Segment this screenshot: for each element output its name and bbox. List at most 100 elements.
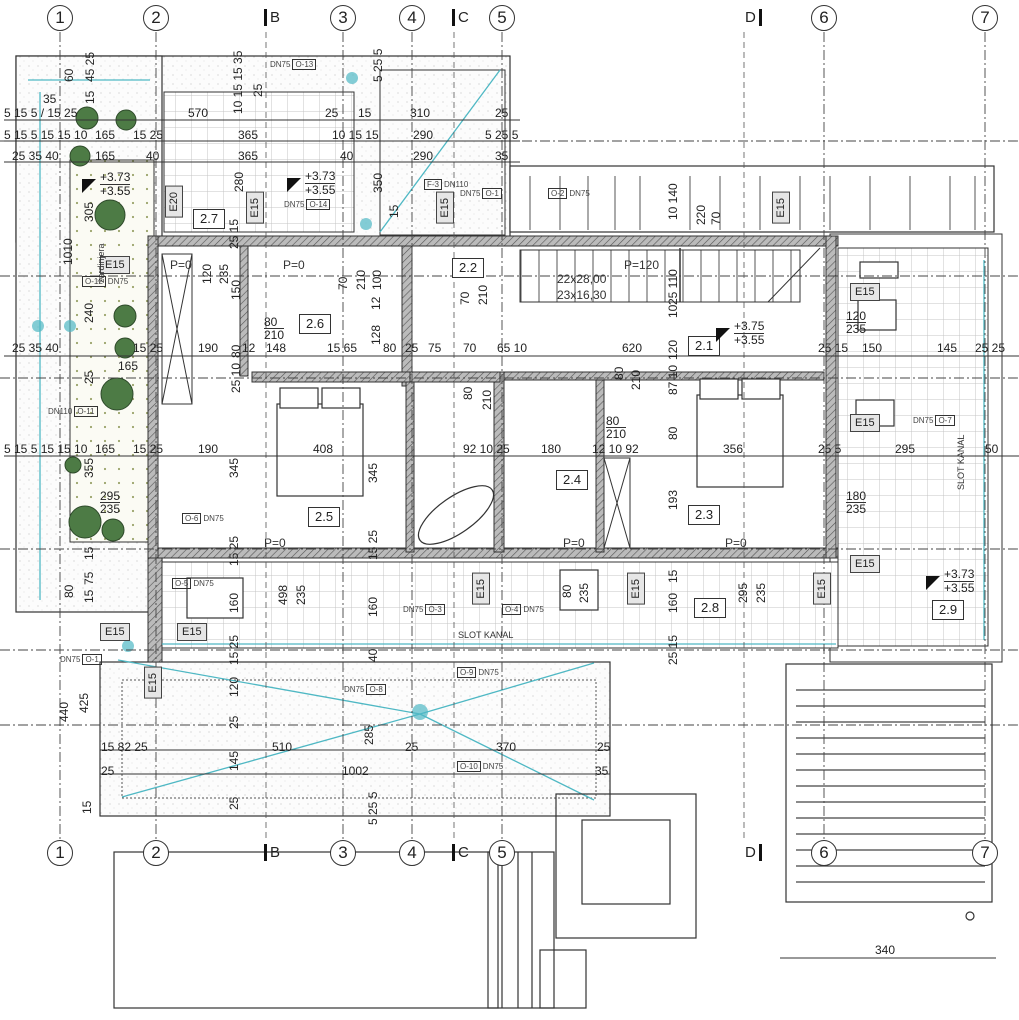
- level-top: +3.73: [305, 169, 336, 184]
- level-bottom: +3.55: [734, 333, 765, 347]
- dimension-label-vertical: 120: [227, 676, 241, 697]
- dimension-label: 25 5: [818, 442, 842, 456]
- dimension-label-vertical: 345: [366, 462, 380, 483]
- dimension-label-vertical: 25 110: [666, 269, 680, 305]
- dimension-label-vertical: 70: [458, 291, 472, 305]
- wall-type-tag: E15: [850, 555, 880, 573]
- dimension-label: 70: [463, 341, 477, 355]
- dimension-label: 25: [405, 740, 419, 754]
- exterior-staircase: [785, 663, 993, 903]
- wall-type-tag: E15: [772, 192, 790, 224]
- bathtub: [417, 485, 495, 545]
- dimension-label: 1002: [342, 764, 369, 778]
- dimension-label-vertical: 120: [200, 263, 214, 284]
- plan-note: P=0: [563, 536, 585, 550]
- dimension-label-vertical: 60: [62, 68, 76, 82]
- drain-code: O-7: [935, 415, 955, 426]
- dimension-label-vertical: 210: [354, 269, 368, 290]
- bed-2-5: [276, 403, 364, 497]
- drain-code: F-3: [424, 179, 442, 190]
- dimension-label: 190: [198, 442, 219, 456]
- dimension-label-vertical: 15: [666, 569, 680, 583]
- dimension-label-vertical: 355: [82, 457, 96, 478]
- wall-type-tag: E15: [436, 192, 454, 224]
- dimension-label-vertical: 295: [736, 582, 750, 603]
- dimension-label-vertical: 25: [82, 370, 96, 384]
- dimension-label-vertical: 5 25 5: [366, 791, 380, 825]
- dimension-label: 65 10: [497, 341, 528, 355]
- wall-type-tag: E20: [165, 186, 183, 218]
- dimension-label: 5 15 5 15 15 10: [4, 128, 88, 142]
- level-bottom: +3.55: [944, 581, 975, 595]
- axis-bubble-top: 7: [972, 5, 998, 31]
- dimension-label: 340: [875, 943, 896, 957]
- dimension-label: 25: [495, 106, 509, 120]
- dimension-label-vertical: 220: [694, 204, 708, 225]
- axis-bubble-bottom: 6: [811, 840, 837, 866]
- dimension-label: 25: [405, 341, 419, 355]
- dimension-label: 570: [188, 106, 209, 120]
- axis-bubble-bottom: 1: [47, 840, 73, 866]
- dimension-label-vertical: 160: [666, 592, 680, 613]
- dimension-label-vertical: 80: [612, 366, 626, 380]
- dimension-label-vertical: 25: [227, 796, 241, 810]
- dimension-label-vertical: 240: [82, 302, 96, 323]
- dimension-label: 15 65: [327, 341, 358, 355]
- dimension-label: 190: [198, 341, 219, 355]
- dimension-label: 290: [413, 149, 434, 163]
- plan-note: P=0: [264, 536, 286, 550]
- dimension-label-vertical: 150: [229, 279, 243, 300]
- dimension-label-vertical: 15 25: [227, 634, 241, 665]
- dimension-label-vertical: 80: [560, 584, 574, 598]
- dimension-label: 5 15 5 / 15 25: [4, 106, 78, 120]
- dimension-label-vertical: 120: [666, 339, 680, 360]
- axis-bubble-top: 2: [143, 5, 169, 31]
- dimension-label-vertical: 15: [82, 546, 96, 560]
- dimension-label: 620: [622, 341, 643, 355]
- dimension-label-vertical: 210: [480, 389, 494, 410]
- dimension-label-vertical: 25 15: [227, 218, 241, 249]
- section-marker-top: D: [742, 9, 762, 26]
- axis-bubble-bottom: 4: [399, 840, 425, 866]
- opening-width: 80: [264, 316, 285, 329]
- drain-code: O-6: [182, 513, 202, 524]
- level-marker: +3.75+3.55: [716, 320, 765, 347]
- dimension-label-vertical: 128: [369, 324, 383, 345]
- dimension-label-vertical: 25 15: [666, 634, 680, 665]
- axis-bubble-bottom: 2: [143, 840, 169, 866]
- level-bottom: +3.55: [305, 183, 336, 197]
- section-marker-bottom: B: [264, 844, 283, 861]
- opening-width: 80: [606, 415, 627, 428]
- dimension-label-vertical: 235: [294, 584, 308, 605]
- dimension-label: 180: [541, 442, 562, 456]
- dimension-label: 25: [597, 740, 611, 754]
- drain-code: O-12: [82, 276, 106, 287]
- dimension-label-vertical: 15 25: [366, 529, 380, 560]
- dimension-label: 35: [495, 149, 509, 163]
- room-number-tag: 2.9: [932, 600, 965, 620]
- dimension-label-vertical: 1010: [61, 238, 75, 265]
- dimension-label: 290: [413, 128, 434, 142]
- dimension-label-vertical: 15: [82, 589, 96, 603]
- section-marker-bottom: D: [742, 844, 762, 861]
- axis-bubble-top: 5: [489, 5, 515, 31]
- drain-code: O-1: [482, 188, 502, 199]
- opening-width: 180: [846, 489, 867, 503]
- axis-bubble-bottom: 7: [972, 840, 998, 866]
- dimension-label: 25 25: [975, 341, 1006, 355]
- dimension-label-vertical: 40: [366, 648, 380, 662]
- level-top: +3.73: [944, 567, 975, 582]
- dimension-label-vertical: 70: [336, 276, 350, 290]
- axis-bubble-bottom: 5: [489, 840, 515, 866]
- dimension-label: 25: [325, 106, 339, 120]
